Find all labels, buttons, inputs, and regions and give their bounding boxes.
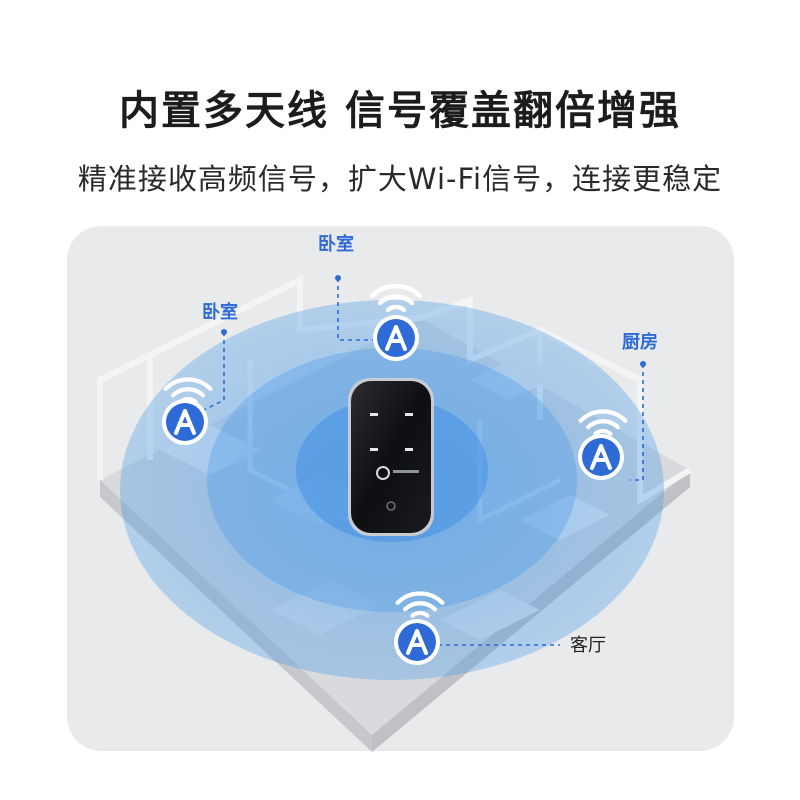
antenna-marker-bedroom-top — [371, 313, 421, 363]
led-indicator-3 — [370, 448, 378, 451]
antenna-marker-bedroom-left — [160, 397, 210, 447]
antenna-marker-kitchen — [576, 432, 626, 482]
label-leader-lines — [203, 278, 644, 646]
led-indicator-2 — [405, 413, 413, 416]
room-label-kitchen: 厨房 — [622, 331, 658, 353]
brand-logo — [376, 466, 390, 480]
power-button-icon — [386, 501, 396, 511]
room-label-bedroom-left: 卧室 — [202, 301, 238, 323]
room-label-bedroom-top: 卧室 — [318, 233, 354, 255]
subheadline: 精准接收高频信号，扩大Wi-Fi信号，连接更稳定 — [77, 162, 723, 196]
headline: 内置多天线 信号覆盖翻倍增强 — [119, 88, 681, 134]
antenna-marker-living-room — [392, 617, 442, 667]
room-label-living-room: 客厅 — [570, 635, 606, 656]
led-indicator-1 — [370, 413, 378, 416]
led-indicator-4 — [405, 448, 413, 451]
wifi-router-device — [348, 378, 434, 536]
brand-text — [393, 470, 419, 473]
label-leader-dots — [221, 275, 646, 367]
